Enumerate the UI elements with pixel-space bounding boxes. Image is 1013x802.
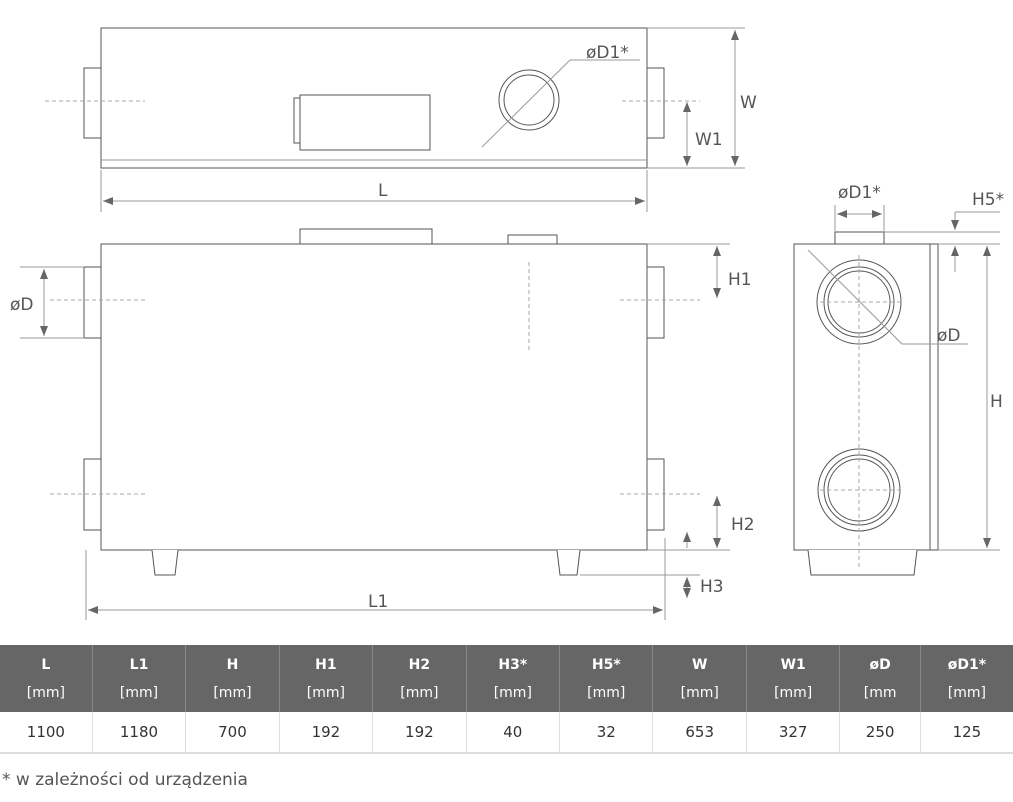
header-name: W1	[780, 656, 806, 673]
label-l1: L1	[368, 592, 388, 612]
side-view: øD1* H5* øD H	[793, 183, 1004, 576]
table-cell: 1180	[91, 712, 186, 754]
header-unit: [mm]	[774, 684, 813, 701]
table-cell: 32	[559, 712, 653, 754]
table-cell: 250	[839, 712, 921, 754]
header-name: H1	[315, 656, 337, 673]
header-name: H2	[408, 656, 431, 673]
column-header: H [mm]	[185, 645, 280, 712]
label-h3: H3	[700, 577, 724, 597]
header-name: W	[691, 656, 708, 673]
column-header: L1 [mm]	[91, 645, 186, 712]
column-header: L [mm]	[0, 645, 93, 712]
table-cell: 653	[652, 712, 747, 754]
label-h5: H5*	[972, 190, 1004, 210]
header-unit: [mm]	[213, 684, 252, 701]
header-name: L	[41, 656, 51, 673]
technical-drawing: øD1* W W1 L øD H1 H2 H3 L1 øD1* H5* øD H	[10, 27, 1004, 620]
footnote: * w zależności od urządzenia	[2, 770, 248, 790]
column-header: øD [mm	[839, 645, 921, 712]
header-name: H	[226, 656, 239, 673]
column-header: H2 [mm]	[372, 645, 467, 712]
front-view: øD H1 H2 H3 L1	[10, 228, 755, 620]
label-h: H	[990, 392, 1003, 412]
header-name: øD1*	[947, 656, 987, 673]
label-l: L	[378, 181, 388, 201]
header-unit: [mm]	[119, 684, 159, 701]
table-cell: 192	[278, 712, 373, 754]
column-header: H3* [mm]	[465, 645, 560, 712]
header-name: L1	[129, 656, 149, 673]
dimensions-table: L [mm] L1 [mm] H [mm] H1 [mm] H2 [mm] H3* [mm] H5* [m…	[0, 645, 1013, 754]
table-cell: 700	[185, 712, 280, 754]
header-name: H3*	[498, 656, 528, 673]
label-d1: øD1*	[586, 43, 629, 63]
table-cell: 125	[919, 712, 1013, 754]
header-unit: [mm]	[587, 684, 626, 701]
header-unit: [mm]	[680, 684, 719, 701]
column-header: H5* [mm]	[559, 645, 653, 712]
column-header: øD1* [mm]	[919, 645, 1013, 712]
table-cell: 192	[372, 712, 467, 754]
table-cell: 1100	[0, 712, 93, 754]
column-header: W1 [mm]	[745, 645, 840, 712]
label-h1: H1	[728, 270, 752, 290]
label-d-side: øD	[937, 326, 961, 346]
label-w1: W1	[695, 130, 723, 150]
header-unit: [mm]	[306, 684, 345, 701]
header-name: H5*	[591, 656, 621, 673]
label-h2: H2	[731, 515, 755, 535]
header-unit: [mm	[863, 684, 897, 701]
column-header: W [mm]	[652, 645, 747, 712]
table-cell: 327	[745, 712, 840, 754]
header-unit: [mm]	[400, 684, 439, 701]
header-name: øD	[869, 656, 891, 673]
header-unit: [mm]	[493, 684, 532, 701]
table-header-row: L [mm] L1 [mm] H [mm] H1 [mm] H2 [mm] H3* [mm] H5* [m…	[0, 645, 1013, 712]
header-unit: [mm]	[26, 684, 65, 701]
column-header: H1 [mm]	[278, 645, 373, 712]
label-d1-side: øD1*	[838, 183, 881, 203]
top-view: øD1* W W1 L	[45, 27, 757, 212]
label-d: øD	[10, 295, 34, 315]
label-w: W	[740, 93, 757, 113]
header-unit: [mm]	[947, 684, 987, 701]
table-cell: 40	[465, 712, 560, 754]
